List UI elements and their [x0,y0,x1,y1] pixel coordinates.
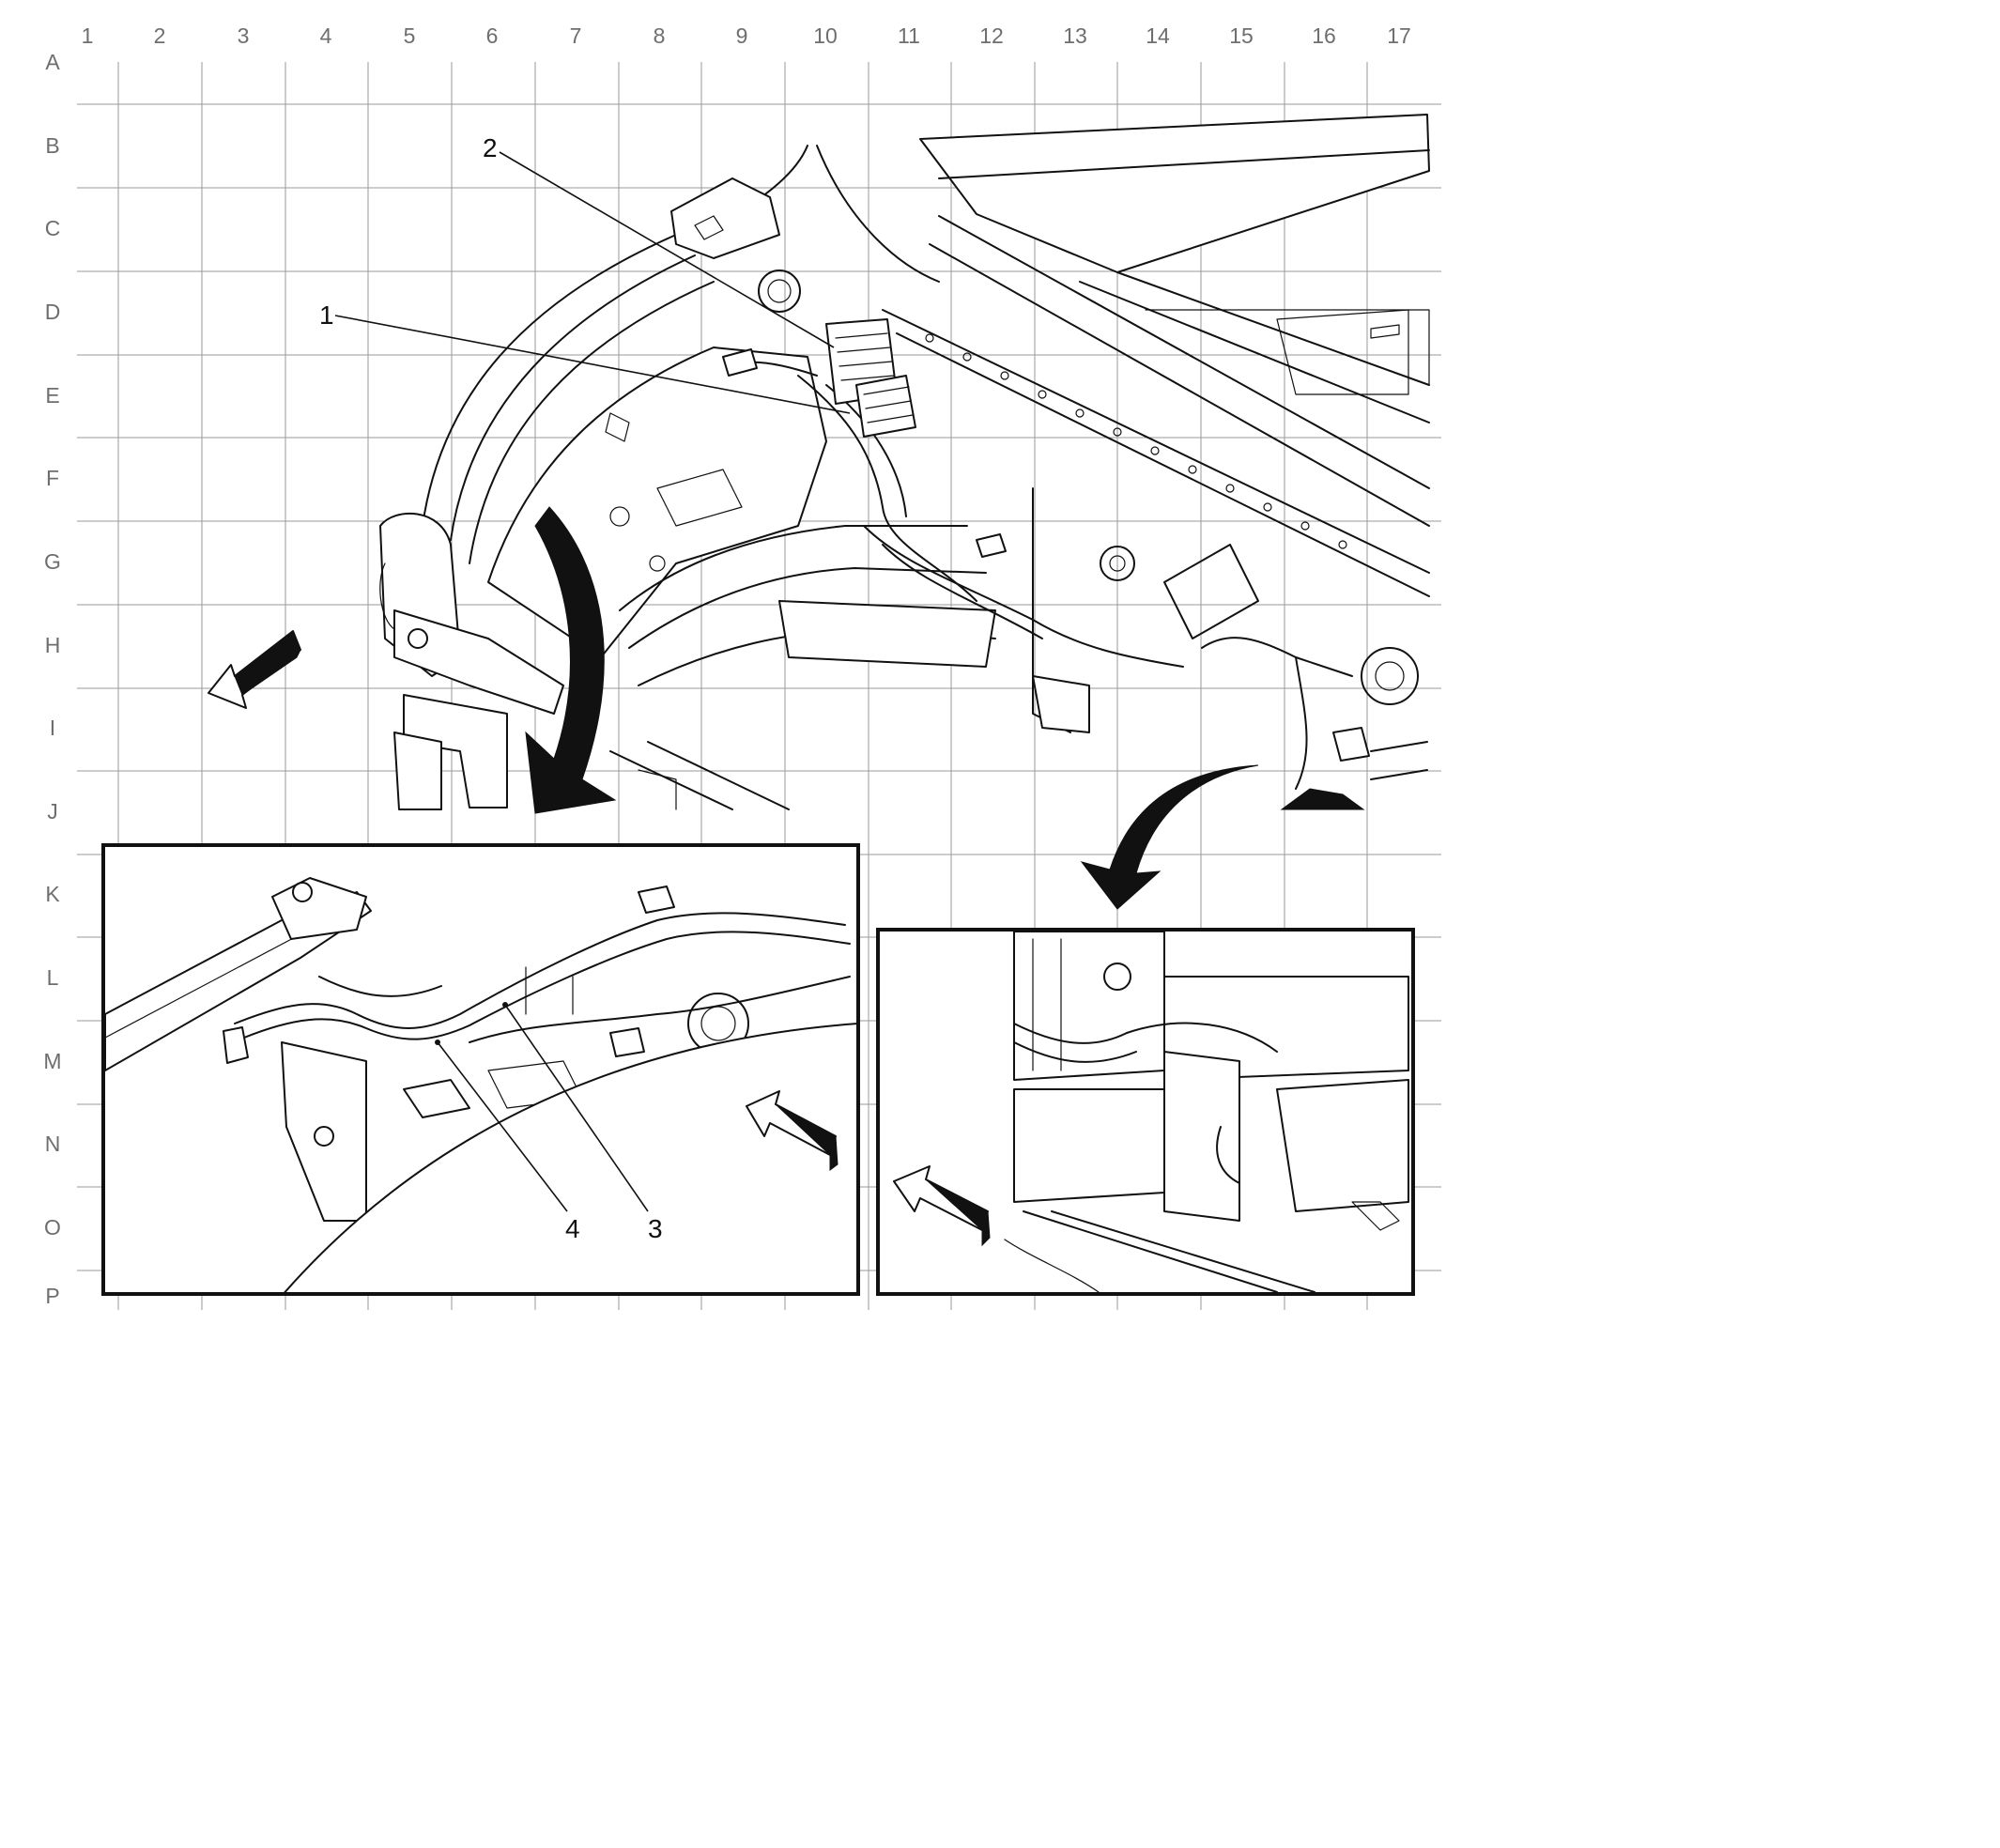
callout-2: 2 [483,133,498,162]
right-inset-illustration [893,932,1409,1292]
row-label: O [44,1215,61,1240]
column-label: 7 [570,23,582,48]
column-label: 1 [82,23,94,48]
main-view-illustration [379,114,1430,810]
row-label: D [45,300,61,324]
row-label: P [45,1284,59,1308]
row-label: H [45,633,61,657]
row-label: N [45,1132,61,1156]
row-label: M [43,1049,61,1073]
column-label: 2 [154,23,166,48]
leader-dot-4 [435,1040,440,1045]
leader-line-3 [504,1004,649,1212]
row-label: G [44,549,61,574]
leader-line-1 [334,315,851,414]
curved-arrow-right-inset [1080,764,1259,910]
inset-direction-arrow-icon [746,1090,838,1171]
column-label: 4 [320,23,332,48]
column-label: 13 [1063,23,1087,48]
column-label: 8 [654,23,666,48]
column-labels: 1 2 3 4 5 6 7 8 9 10 11 12 13 14 15 16 1… [82,23,1411,48]
leader-line-4 [437,1041,568,1212]
row-label: C [45,216,61,240]
callout-1: 1 [319,300,334,330]
left-inset-illustration [105,877,856,1292]
radiator-support-beam [919,114,1430,273]
curved-arrow-left-inset [525,506,617,814]
column-label: 5 [404,23,416,48]
service-diagram: 1 2 3 4 5 6 7 8 9 10 11 12 13 14 15 16 1… [43,23,1441,1310]
fuse-block-lower [855,375,916,438]
column-label: 3 [238,23,250,48]
leader-line-2 [499,151,835,348]
row-label: K [45,882,60,906]
column-label: 15 [1229,23,1254,48]
column-label: 17 [1387,23,1411,48]
row-label: B [45,133,59,158]
row-label: J [47,799,58,824]
column-label: 11 [898,23,920,48]
inset-right-direction-arrow-icon [893,1165,991,1247]
row-label: E [45,383,59,408]
callout-3: 3 [648,1214,663,1243]
callout-leaders [334,151,851,1212]
row-label: F [46,466,59,490]
column-label: 6 [486,23,499,48]
column-label: 10 [813,23,838,48]
row-label: I [50,716,55,740]
callout-4: 4 [565,1214,580,1243]
leader-dot-3 [502,1002,508,1008]
column-label: 14 [1146,23,1170,48]
column-label: 12 [979,23,1004,48]
row-labels: A B C D E F G H I J K L M N O P [43,50,61,1308]
column-label: 16 [1312,23,1336,48]
row-label: A [45,50,60,74]
column-label: 9 [736,23,748,48]
row-label: L [47,965,59,990]
front-direction-arrow-icon [208,630,301,709]
